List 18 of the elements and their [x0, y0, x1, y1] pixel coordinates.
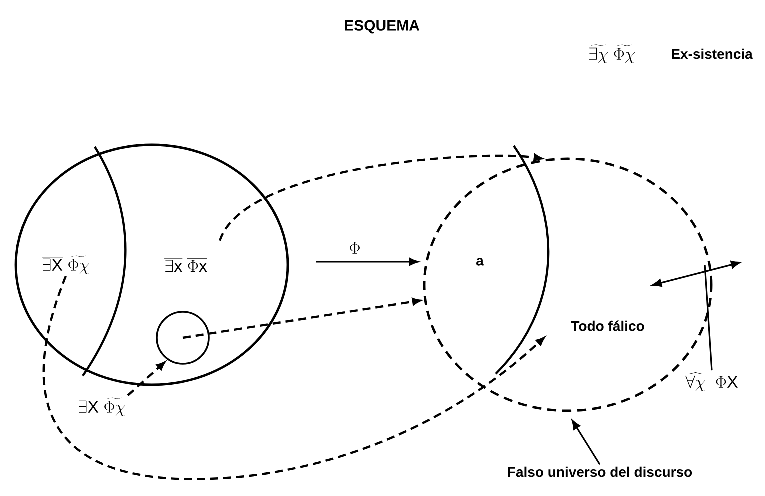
formula-text: $\widetilde{\exists\chi}\;\widetilde{\Phi\chi}$	[589, 44, 636, 64]
text-label: Todo fálico	[571, 320, 644, 332]
circle	[14, 144, 290, 386]
formula-text: $\overline{\exists \mathrm{X}}\;\widetilde{\Phi\chi}$	[42, 256, 90, 274]
formula-text: $\overline{\exists\mathrm{x}}\;\overline{\Phi\mathrm{x}}$	[164, 258, 208, 272]
caption-text: Falso universo del discurso	[508, 466, 692, 478]
edge-label: $\Phi$	[348, 241, 362, 255]
dashed-arrow	[43, 276, 545, 480]
letter-label: a	[476, 258, 484, 266]
formula-text: $\exists\mathrm{X}\;\widetilde{\Phi\chi}$	[79, 398, 126, 416]
arrow	[316, 258, 419, 266]
title: ESQUEMA	[345, 20, 420, 34]
formula-text: $\widehat{\forall\chi}\;\;\Phi\mathrm{X}$	[686, 372, 738, 392]
dashed-arrow	[127, 362, 166, 396]
circle	[156, 311, 210, 365]
leader-line	[704, 264, 713, 371]
legend-text: Ex-sistencia	[672, 48, 753, 60]
arrow	[572, 420, 601, 466]
